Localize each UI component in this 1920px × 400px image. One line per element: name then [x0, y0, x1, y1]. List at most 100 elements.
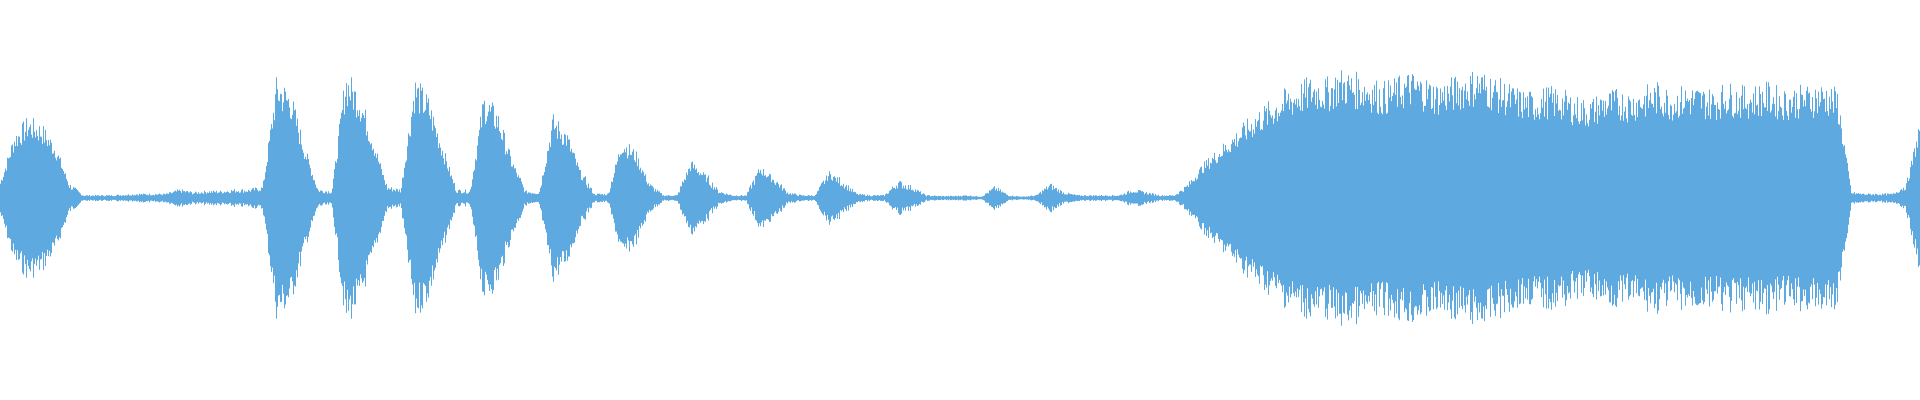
waveform-sample: [358, 115, 359, 281]
waveform-sample: [719, 192, 720, 204]
waveform-sample: [1817, 113, 1818, 283]
waveform-sample: [1281, 110, 1282, 286]
waveform-sample: [1365, 100, 1366, 296]
waveform-sample: [1600, 99, 1601, 297]
waveform-sample: [1847, 162, 1848, 234]
waveform-sample: [1080, 196, 1081, 200]
waveform-sample: [1068, 192, 1069, 204]
waveform-sample: [1318, 88, 1319, 308]
waveform-sample: [1741, 95, 1742, 301]
waveform-sample: [1055, 188, 1056, 209]
waveform-sample: [1527, 96, 1528, 300]
waveform-sample: [1029, 196, 1030, 200]
waveform-sample: [651, 185, 652, 211]
waveform-sample: [398, 191, 399, 205]
waveform-sample: [1639, 99, 1640, 297]
waveform-sample: [894, 187, 895, 209]
waveform-sample: [1237, 146, 1238, 250]
waveform-sample: [1592, 102, 1593, 294]
waveform-sample: [718, 193, 719, 203]
waveform-sample: [1404, 83, 1405, 313]
waveform-sample: [180, 191, 181, 205]
waveform-sample: [1903, 187, 1904, 209]
waveform-sample: [1352, 93, 1353, 303]
waveform-sample: [1432, 108, 1433, 288]
waveform-sample: [472, 179, 473, 217]
waveform-sample: [1893, 193, 1894, 203]
waveform-sample: [52, 153, 53, 243]
waveform-sample: [1576, 118, 1577, 278]
waveform-sample: [1136, 192, 1137, 204]
waveform-sample: [1217, 162, 1218, 234]
waveform-sample: [1099, 195, 1100, 201]
waveform-sample: [978, 196, 979, 200]
waveform-sample: [107, 195, 108, 201]
waveform-sample: [862, 194, 863, 202]
waveform-sample: [1780, 106, 1781, 290]
waveform-sample: [726, 193, 727, 203]
waveform-sample: [882, 195, 883, 201]
waveform-sample: [1820, 102, 1821, 294]
waveform-sample: [1015, 196, 1016, 200]
waveform-sample: [989, 190, 990, 206]
waveform-sample: [959, 196, 960, 200]
waveform-sample: [1176, 194, 1177, 202]
waveform-sample: [1284, 88, 1285, 308]
waveform-sample: [309, 164, 310, 232]
waveform-sample: [481, 127, 482, 269]
waveform-sample: [1302, 110, 1303, 286]
waveform-sample: [1504, 83, 1505, 313]
waveform-sample: [1623, 120, 1624, 276]
waveform-sample: [1709, 89, 1710, 307]
waveform-sample: [1648, 107, 1649, 289]
waveform-sample: [635, 162, 636, 235]
waveform-sample: [1101, 195, 1102, 201]
waveform-sample: [992, 188, 993, 207]
waveform-sample: [183, 191, 184, 205]
waveform-sample: [1160, 196, 1161, 200]
waveform-sample: [695, 169, 696, 227]
waveform-sample: [197, 193, 198, 202]
waveform-sample: [1220, 157, 1221, 239]
waveform-sample: [779, 187, 780, 209]
waveform-sample: [36, 130, 37, 266]
waveform-sample: [1901, 189, 1902, 207]
waveform-sample: [1508, 93, 1509, 303]
waveform-sample: [317, 188, 318, 208]
waveform-sample: [1092, 196, 1093, 200]
waveform-sample: [16, 136, 17, 260]
waveform-sample: [1313, 91, 1314, 305]
waveform-sample: [282, 111, 283, 285]
waveform-sample: [1093, 195, 1094, 201]
waveform-sample: [1183, 191, 1184, 205]
waveform-sample: [1146, 192, 1147, 204]
waveform-sample: [1271, 117, 1272, 279]
waveform-sample: [40, 136, 41, 260]
waveform-sample: [603, 195, 604, 201]
waveform-sample: [1144, 194, 1145, 202]
waveform-sample: [983, 196, 984, 200]
waveform-sample: [381, 168, 382, 228]
waveform-sample: [934, 195, 935, 201]
waveform-sample: [883, 194, 884, 201]
waveform-sample: [703, 172, 704, 224]
waveform-sample: [1339, 82, 1340, 314]
waveform-sample: [1485, 90, 1486, 306]
waveform-sample: [128, 194, 129, 202]
waveform-sample: [1632, 115, 1633, 281]
waveform-sample: [1065, 194, 1066, 202]
waveform-sample: [1493, 92, 1494, 304]
waveform-sample: [744, 195, 745, 201]
waveform-sample: [371, 143, 372, 253]
waveform-sample: [1577, 97, 1578, 299]
waveform-sample: [368, 140, 369, 256]
waveform-sample: [1456, 103, 1457, 293]
waveform-sample: [1355, 109, 1356, 287]
waveform-sample: [1452, 95, 1453, 301]
waveform-sample: [1652, 104, 1653, 292]
waveform-sample: [1850, 185, 1851, 211]
waveform-sample: [536, 194, 537, 202]
waveform-bars: [0, 70, 1920, 326]
waveform-sample: [579, 169, 580, 227]
waveform-sample: [1715, 105, 1716, 292]
